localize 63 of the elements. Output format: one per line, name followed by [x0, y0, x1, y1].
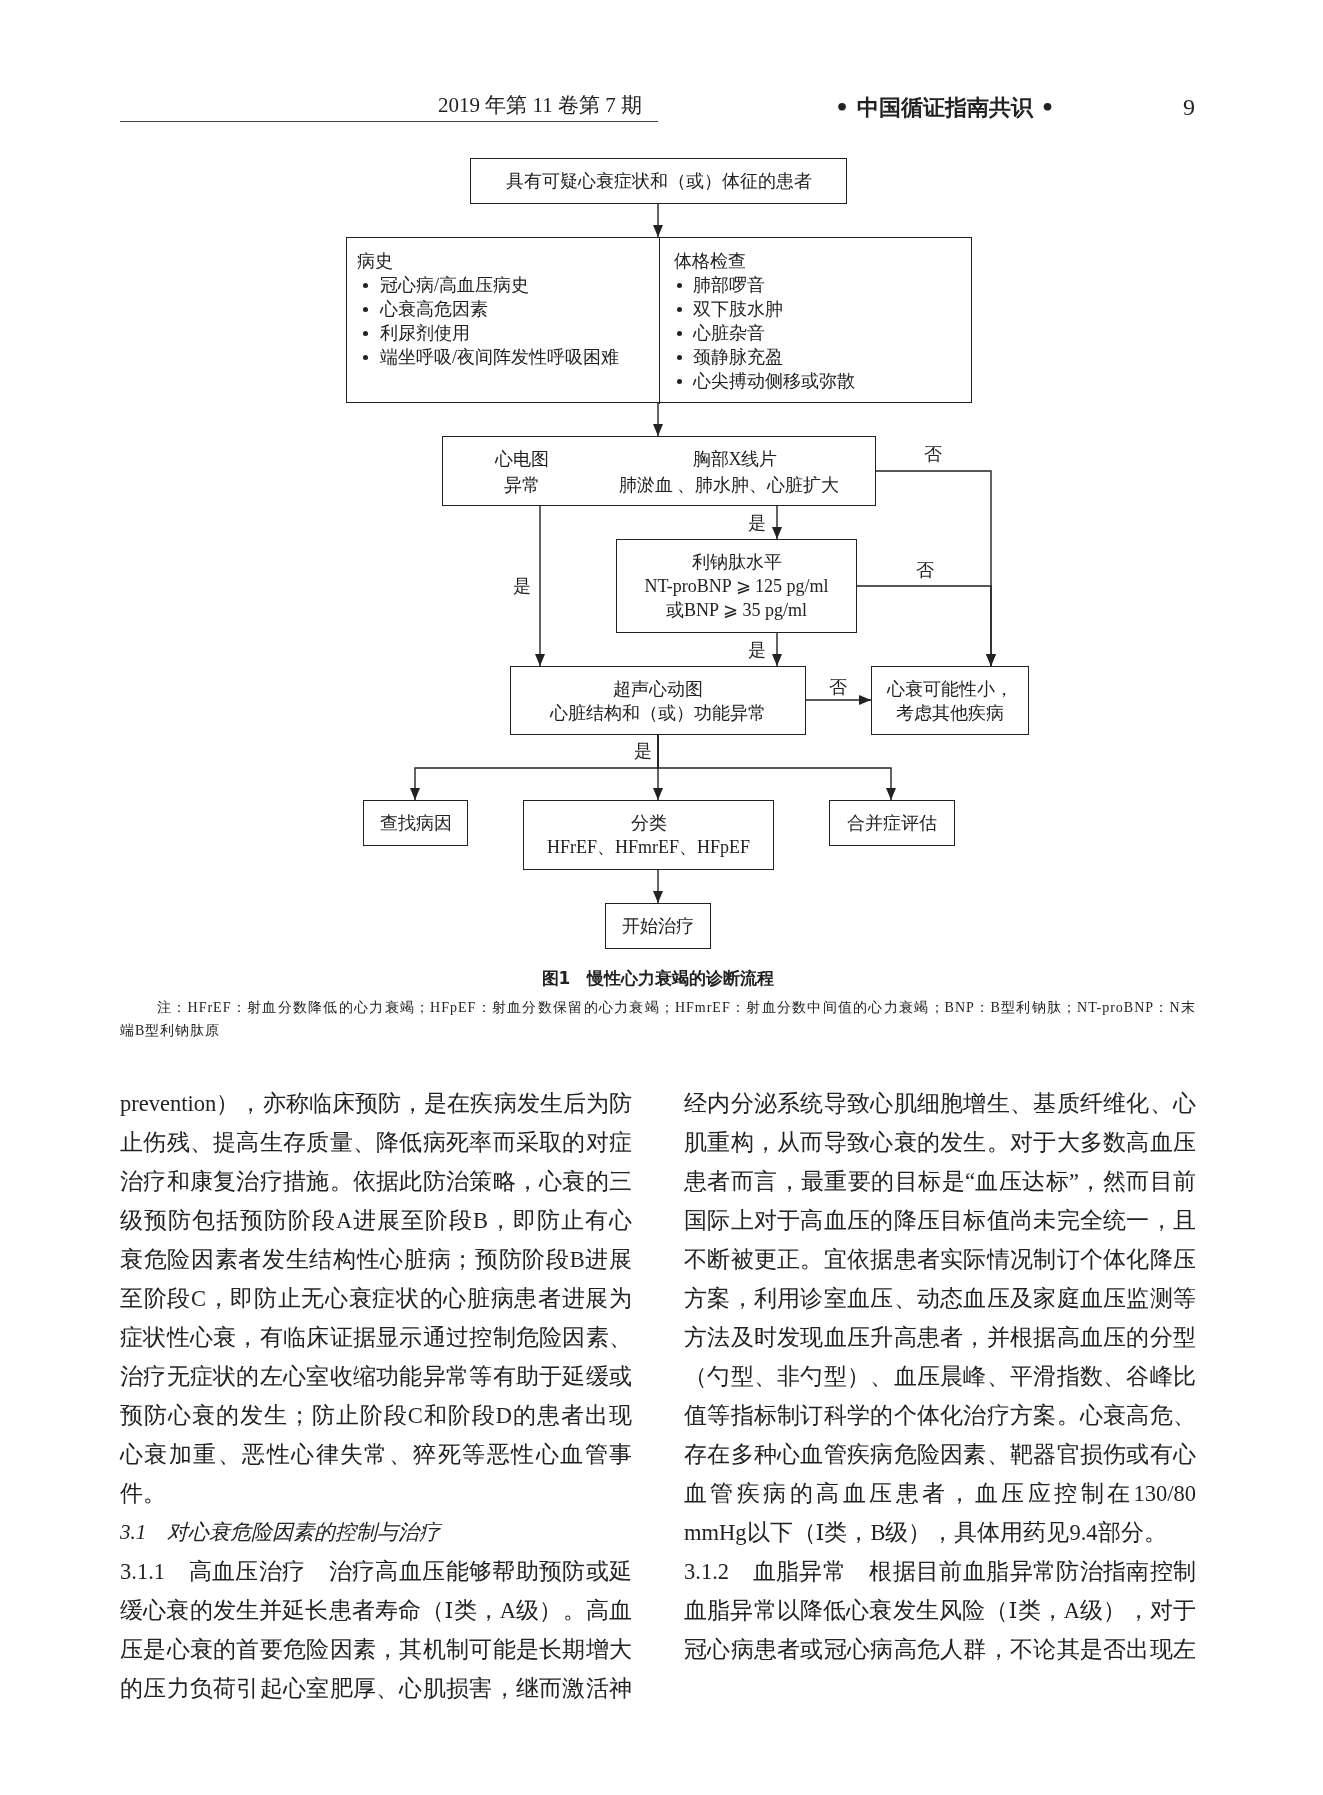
section-heading: 3.1 对心衰危险因素的控制与治疗: [120, 1519, 443, 1546]
process-box: [363, 800, 468, 846]
arrow: [653, 203, 663, 238]
process-box: [829, 800, 955, 846]
arrow: [805, 695, 872, 705]
box-text: 心衰可能性小，考虑其他疾病: [886, 677, 1014, 725]
box-text: 心脏结构和（或）功能异常: [550, 701, 766, 725]
box-text: 合并症评估: [847, 812, 937, 835]
list-item: 心脏杂音: [693, 322, 765, 345]
box-text: NT-proBNP ⩾ 125 pg/ml: [644, 575, 829, 598]
panel-heading: 病史: [357, 250, 393, 273]
process-box: [871, 666, 1029, 735]
process-box: [442, 436, 876, 506]
edge-label: 否: [914, 559, 936, 581]
outline-box: [346, 237, 972, 403]
arrow: [653, 869, 663, 904]
edge-label: 是: [746, 512, 768, 534]
list-item: 肺部啰音: [693, 274, 765, 297]
list-item: 颈静脉充盈: [693, 346, 783, 369]
section-title: • 中国循证指南共识 •: [835, 94, 1055, 122]
process-box: [616, 539, 857, 633]
box-text: 分类: [630, 812, 667, 835]
body-paragraph: 3.1.1 高血压治疗 治疗高血压能够帮助预防或延缓心衰的发生并延长患者寿命（Ⅰ类，A级）。高血压是心衰的首要危险因素，其机制可能是长期增大的压力负荷引起心室肥厚、心肌损害，继而激活神: [120, 1558, 632, 1703]
box-text: 利钠肽水平: [691, 551, 782, 574]
figure-note: 注：HFrEF：射血分数降低的心力衰竭；HFpEF：射血分数保留的心力衰竭；HFmrEF：射血分数中间值的心力衰竭；BNP：B型利钠肽；NT-proBNP：N末端B型利钠肽原: [120, 999, 1196, 1040]
process-box: [605, 903, 711, 949]
body-paragraph: prevention），亦称临床预防，是在疾病发生后为防止伤残、提高生存质量、降低病死率而采取的对症治疗和康复治疗措施。依据此防治策略，心衰的三级预防包括预防阶段A进展至阶段B，即防止有心衰危险因素者发生结构性心脏病；预防阶段B进展至阶段C，即防止无心衰症状的心脏病患者进展为症状性心衰，有临床证据显示通过控制危险因素、治疗无症状的左心室收缩功能异常等有助于延缓或预防心衰的发生；防止阶段C和阶段D的患者出现心衰加重、恶性心律失常、猝死等恶性心血管事件。: [120, 1090, 632, 1508]
edge-label: 否: [922, 443, 944, 465]
arrow: [653, 402, 663, 437]
box-text: 或BNP ⩾ 35 pg/ml: [666, 599, 807, 622]
edge-label: 否: [827, 676, 849, 698]
process-box: [470, 158, 847, 204]
list-item: 双下肢水肿: [693, 298, 783, 321]
process-box: [510, 666, 806, 735]
arrow: [856, 585, 996, 667]
arrow: [535, 505, 545, 667]
list-item: 端坐呼吸/夜间阵发性呼吸困难: [380, 346, 619, 369]
body-paragraph: 3.1.2 血脂异常 根据目前血脂异常防治指南控制血脂异常以降低心衰发生风险（Ⅰ类，A级），对于冠心病患者或冠心病高危人群，不论其是否出现左: [684, 1558, 1196, 1664]
journal-issue: 2019 年第 11 卷第 7 期: [438, 92, 642, 118]
box-text: 超声心动图: [613, 677, 703, 701]
box-text: 胸部X线片: [692, 448, 778, 471]
arrow: [657, 734, 896, 801]
box-text: 具有可疑心衰症状和（或）体征的患者: [505, 170, 812, 193]
body-paragraph: 经内分泌系统导致心肌细胞增生、基质纤维化、心肌重构，从而导致心衰的发生。对于大多数高血压患者而言，最重要的目标是“血压达标”，然而目前国际上对于高血压的降压目标值尚未完全统一，且不断被更正。宜依据患者实际情况制订个体化降压方案，利用诊室血压、动态血压及家庭血压监测等方法及时发现血压升高患者，并根据高血压的分型（勺型、非勺型）、血压晨峰、平滑指数、谷峰比值等指标制订科学的个体化治疗方案。心衰高危、存在多种心血管疾病危险因素、靶器官损伤或有心血管疾病的高血压患者，血压应控制在130/80 mmHg以下（Ⅰ类，B级），具体用药见9.4部分。: [684, 1090, 1196, 1547]
list-item: 心尖搏动侧移或弥散: [693, 370, 855, 393]
box-text: HFrEF、HFmrEF、HFpEF: [546, 836, 750, 859]
box-text: 异常: [504, 474, 540, 497]
box-text: 心电图: [495, 448, 549, 471]
box-text: 查找病因: [379, 812, 452, 835]
figure-caption: 图1 慢性心力衰竭的诊断流程: [541, 967, 775, 990]
box-text: 肺淤血 、肺水肿、心脏扩大: [618, 474, 840, 497]
list-item: 利尿剂使用: [380, 322, 470, 345]
list-item: 冠心病/高血压病史: [380, 274, 529, 297]
list-item: 心衰高危因素: [380, 298, 488, 321]
edge-label: 是: [746, 639, 768, 661]
arrow: [772, 505, 782, 540]
arrow: [772, 632, 782, 667]
process-box: [523, 800, 774, 870]
panel-heading: 体格检查: [674, 250, 746, 273]
edge-label: 是: [632, 740, 654, 762]
edge-label: 是: [511, 575, 533, 597]
page-number: 9: [1183, 93, 1195, 121]
box-text: 开始治疗: [622, 915, 694, 938]
